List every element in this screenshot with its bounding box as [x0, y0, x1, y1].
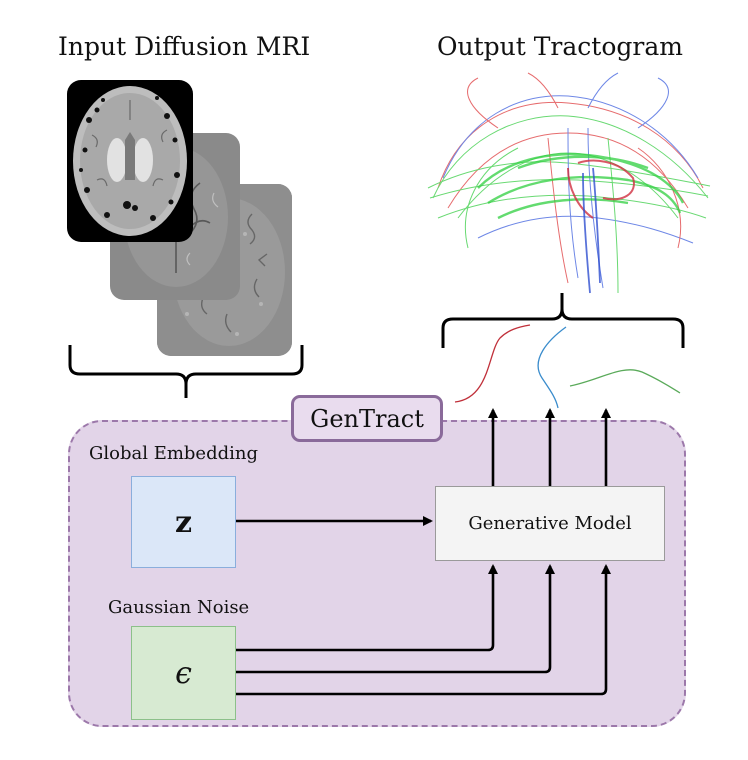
mri-slice-1-image [67, 80, 193, 242]
noise-arrow-3 [236, 564, 611, 696]
global-embedding-label: Global Embedding [89, 443, 259, 464]
output-brace-icon [441, 293, 685, 348]
z-embedding-box: z [131, 476, 236, 568]
tractogram-image [418, 68, 718, 306]
input-mri-heading: Input Diffusion MRI [58, 32, 311, 61]
epsilon-noise-box: ϵ [131, 626, 236, 720]
noise-arrow-1 [236, 564, 498, 652]
epsilon-symbol: ϵ [175, 655, 192, 691]
streamline-green-curve [569, 369, 681, 394]
gentract-title: GenTract [291, 395, 443, 442]
streamline-blue-curve [537, 326, 567, 409]
gaussian-noise-label: Gaussian Noise [108, 597, 250, 618]
generative-model-box: Generative Model [435, 486, 665, 561]
noise-arrow-2 [236, 564, 555, 674]
z-symbol: z [174, 504, 193, 540]
input-brace-icon [68, 345, 304, 398]
output-tractogram-heading: Output Tractogram [437, 32, 683, 61]
streamline-red-curve [454, 324, 531, 403]
